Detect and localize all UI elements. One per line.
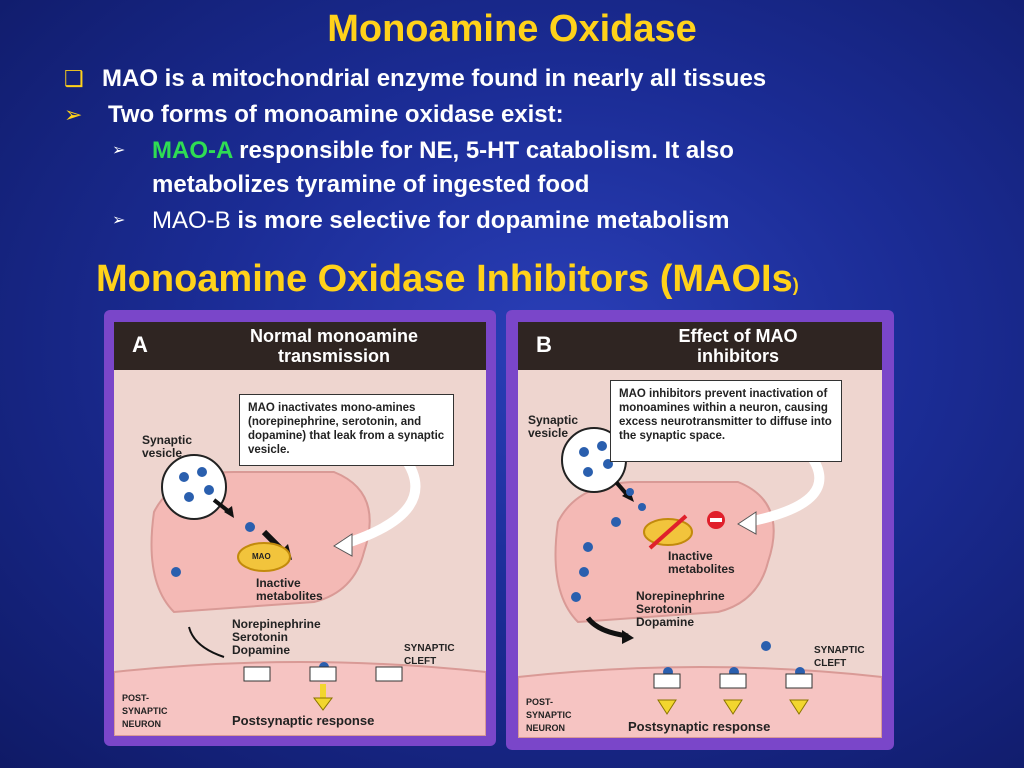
arrow-bullet-icon: ➢	[112, 142, 126, 159]
panel-a-drawing	[114, 454, 486, 736]
inactive-metabolites-label: Inactive metabolites	[256, 576, 323, 603]
panel-a-title-line1: Normal monoamine	[249, 326, 419, 346]
bullet-1: MAO is a mitochondrial enzyme found in n…	[102, 65, 767, 92]
dopamine-label: Dopamine	[232, 643, 291, 657]
bullet-4-text: is more selective for dopamine metabolis…	[230, 207, 730, 234]
synaptic-cleft-label: SYNAPTIC CLEFT	[404, 643, 455, 667]
panel-b-figure: B Effect of MAO inhibitors	[518, 322, 882, 738]
checkbox-bullet-icon: ❑	[64, 66, 84, 91]
mao-b-term: MAO-B	[152, 207, 231, 234]
bullet-3: MAO-A responsible for NE, 5-HT catabolis…	[152, 136, 734, 166]
panel-b-title-line2: inhibitors	[697, 346, 779, 366]
panel-a-title: Normal monoamine transmission	[184, 326, 484, 366]
maoi-heading: Monoamine Oxidase Inhibitors (MAOIs)	[96, 258, 799, 301]
post-synaptic-neuron-label: POST-SYNAPTIC NEURON	[122, 693, 168, 729]
panel-b-callout: MAO inhibitors prevent inactivation of m…	[610, 380, 842, 462]
bullet-3-text: responsible for NE, 5-HT catabolism. It …	[232, 137, 734, 164]
synaptic-vesicle-label: Synaptic vesicle	[142, 433, 193, 460]
arrow-bullet-icon: ➢	[112, 212, 126, 229]
bullet-3-line2: metabolizes tyramine of ingested food	[152, 171, 590, 198]
mao-label: MAO	[252, 552, 271, 561]
panel-b-title-line1: Effect of MAO	[678, 326, 798, 346]
bullet-4: MAO-B is more selective for dopamine met…	[152, 206, 730, 236]
panel-a-header: A Normal monoamine transmission	[114, 322, 486, 370]
panel-b: B Effect of MAO inhibitors	[506, 310, 894, 750]
panel-b-header: B Effect of MAO inhibitors	[518, 322, 882, 370]
postsynaptic-response-label: Postsynaptic response	[232, 713, 375, 728]
panel-a: A Normal monoamine transmission	[104, 310, 496, 746]
norepinephrine-label: Norepinephrine	[232, 617, 321, 631]
panel-a-callout: MAO inactivates mono-amines (norepinephr…	[239, 394, 454, 466]
bullet-2: Two forms of monoamine oxidase exist:	[108, 101, 564, 128]
synaptic-vesicle-label: Synaptic vesicle	[528, 413, 579, 440]
panel-a-letter: A	[132, 332, 148, 357]
arrow-bullet-icon: ➢	[64, 102, 83, 127]
panel-b-letter: B	[536, 332, 552, 357]
post-synaptic-neuron-label: POST-SYNAPTIC NEURON	[526, 697, 572, 733]
serotonin-label: Serotonin	[636, 602, 692, 616]
slide-title: Monoamine Oxidase	[327, 8, 697, 50]
synaptic-cleft-label: SYNAPTIC CLEFT	[814, 645, 865, 669]
norepinephrine-label: Norepinephrine	[636, 589, 725, 603]
neurotransmitter-list: Norepinephrine Serotonin Dopamine	[636, 590, 725, 629]
inactive-metabolites-label: Inactive metabolites	[668, 549, 735, 576]
postsynaptic-response-label: Postsynaptic response	[628, 719, 771, 734]
panel-b-title: Effect of MAO inhibitors	[588, 326, 882, 366]
serotonin-label: Serotonin	[232, 630, 288, 644]
panel-a-title-line2: transmission	[277, 346, 391, 366]
panel-b-drawing	[518, 427, 882, 738]
dopamine-label: Dopamine	[636, 615, 695, 629]
mao-a-term: MAO-A	[152, 137, 233, 164]
panel-a-figure: A Normal monoamine transmission	[114, 322, 486, 736]
neurotransmitter-list: Norepinephrine Serotonin Dopamine	[232, 618, 321, 657]
maoi-heading-text: Monoamine Oxidase Inhibitors (MAOIs	[96, 258, 793, 300]
maoi-heading-paren: )	[792, 275, 799, 295]
